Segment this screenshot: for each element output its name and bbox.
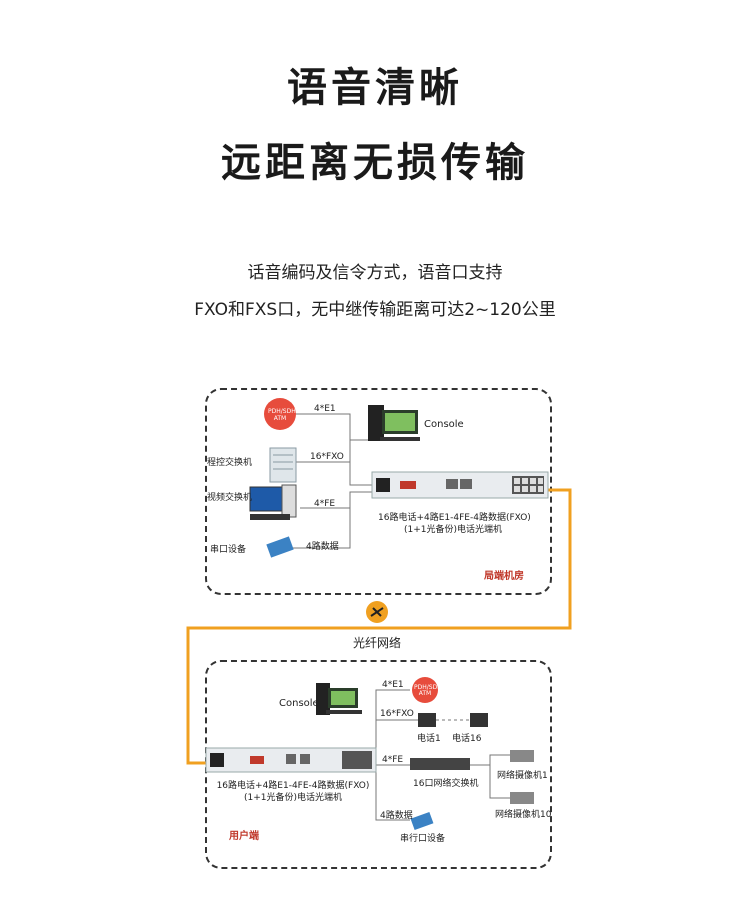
central-office-label: 局端机房 bbox=[484, 571, 524, 582]
pdh-badge-top-label: PDH/SDH ATM bbox=[268, 408, 296, 422]
pdh-badge-bottom-icon bbox=[412, 677, 438, 703]
top-console-label: Console bbox=[424, 419, 464, 430]
main-title: 语音清晰 bbox=[287, 65, 463, 111]
subtitle: 远距离无损传输 bbox=[221, 140, 529, 186]
pbx-cabinet-icon bbox=[269, 447, 297, 483]
top-link-serial: 4路数据 bbox=[306, 542, 339, 552]
video-switch-label: 视频交换机 bbox=[207, 493, 253, 503]
bottom-link-fe: 4*FE bbox=[382, 755, 404, 765]
top-link-e1: 4*E1 bbox=[314, 404, 336, 414]
fiber-network-label: 光纤网络 bbox=[353, 636, 402, 650]
description-line-1: 话音编码及信令方式，语音口支持 bbox=[247, 263, 503, 283]
top-device-caption-2: (1+1光备份)电话光端机 bbox=[403, 525, 503, 535]
top-device-caption-1: 16路电话+4路E1-4FE-4路数据(FXO) bbox=[378, 513, 531, 523]
camera10-label: 网络摄像机10 bbox=[495, 810, 552, 820]
console-computer-icon-bottom bbox=[316, 683, 362, 715]
bottom-device-caption-2: (1+1光备份)电话光端机 bbox=[243, 793, 343, 803]
phone1-label: 电话1 bbox=[417, 734, 441, 744]
camera1-label: 网络摄像机1 bbox=[497, 771, 548, 781]
bottom-link-serial: 4路数据 bbox=[380, 811, 413, 821]
bottom-console-label: Console bbox=[279, 698, 319, 709]
video-switch-computer-icon bbox=[249, 484, 297, 520]
pdh-badge-bottom-label: PDH/SDH ATM bbox=[414, 684, 442, 697]
camera10-icon bbox=[510, 792, 534, 804]
optical-terminal-top-icon bbox=[371, 471, 549, 499]
camera1-icon bbox=[510, 750, 534, 762]
bottom-device-caption-1: 16路电话+4路E1-4FE-4路数据(FXO) bbox=[216, 781, 370, 791]
bottom-serial-device-label: 串行口设备 bbox=[400, 834, 446, 844]
phone16-icon bbox=[470, 713, 488, 727]
serial-device-icon-bottom bbox=[410, 811, 434, 831]
serial-device-icon-top bbox=[266, 536, 294, 558]
pbx-label: 程控交换机 bbox=[207, 458, 253, 468]
pdh-badge-top-icon bbox=[264, 398, 296, 430]
top-serial-device-label: 串口设备 bbox=[210, 545, 247, 555]
top-link-fxo: 16*FXO bbox=[310, 452, 344, 462]
user-site-label: 用户端 bbox=[229, 831, 259, 842]
bottom-link-fxo: 16*FXO bbox=[380, 709, 414, 719]
optical-terminal-bottom-icon bbox=[205, 747, 377, 773]
fiber-link bbox=[186, 488, 572, 765]
description-line-2: FXO和FXS口，无中继传输距离可达2~120公里 bbox=[194, 300, 556, 320]
phone16-label: 电话16 bbox=[452, 734, 482, 744]
console-computer-icon-top bbox=[368, 405, 420, 441]
phone1-icon bbox=[418, 713, 436, 727]
network-switch-icon bbox=[410, 758, 470, 770]
switch-label: 16口网络交换机 bbox=[413, 779, 479, 789]
bottom-link-e1: 4*E1 bbox=[382, 680, 404, 690]
top-link-fe: 4*FE bbox=[314, 499, 336, 509]
